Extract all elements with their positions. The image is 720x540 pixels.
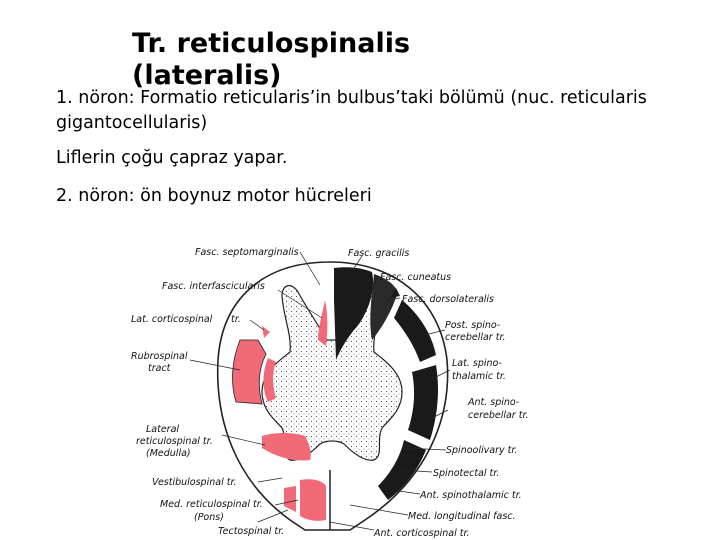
fasc-cuneatus-region (370, 274, 398, 340)
lat-spinothalamic-region (408, 365, 438, 440)
label-fasc-interfascicularis: Fasc. interfascicularis (162, 281, 265, 292)
label-ant-spinocerebellar-2: cerebellar tr. (468, 410, 529, 421)
label-ant-corticospinal: Ant. corticospinal tr. (373, 528, 470, 539)
paragraph-crossing: Liflerin çoğu çapraz yapar. (56, 148, 288, 168)
fasc-gracilis-cuneatus-region (334, 267, 374, 360)
paragraph-first-neuron: 1. nöron: Formatio reticularis’in bulbus… (56, 88, 647, 133)
label-lateral-reticulospinal-3: (Medulla) (146, 448, 191, 459)
label-med-reticulospinal-1: Med. reticulospinal tr. (160, 499, 263, 510)
label-lat-corticospinal-2: tr. (231, 314, 241, 325)
label-ant-spinocerebellar-1: Ant. spino- (467, 397, 520, 408)
label-fasc-gracilis: Fasc. gracilis (348, 248, 409, 259)
dorsal-root-entry (390, 288, 400, 298)
medial-reticulospinal-highlight (262, 433, 311, 461)
ant-funiculus-highlight (300, 479, 326, 521)
post-spinocerebellar-region (394, 300, 436, 362)
rubrospinal-tract-highlight (232, 339, 267, 405)
label-post-spinocerebellar-2: cerebellar tr. (445, 332, 506, 343)
label-spinoolivary: Spinoolivary tr. (446, 445, 517, 456)
label-ant-spinothalamic: Ant. spinothalamic tr. (419, 490, 522, 501)
slide-title: Tr. reticulospinalis (lateralis) (132, 28, 411, 91)
label-fasc-septomarginalis: Fasc. septomarginalis (195, 247, 299, 258)
label-lat-corticospinal-1: Lat. corticospinal (131, 314, 213, 325)
label-lateral-reticulospinal-1: Lateral (146, 424, 179, 435)
paragraph-second-neuron: 2. nöron: ön boynuz motor hücreleri (56, 186, 372, 206)
tectospinal-highlight (284, 486, 296, 512)
leader-lines (189, 251, 451, 531)
label-tectospinal: Tectospinal tr. (218, 526, 284, 537)
label-post-spinocerebellar-1: Post. spino- (445, 320, 501, 331)
fasc-interfascicularis-highlight (318, 300, 328, 346)
label-vestibulospinal: Vestibulospinal tr. (152, 477, 237, 488)
label-spinotectal: Spinotectal tr. (433, 468, 499, 479)
label-rubrospinal-1: Rubrospinal (131, 351, 188, 362)
label-med-longitudinal: Med. longitudinal fasc. (408, 511, 516, 522)
label-fasc-dorsolateralis: Fasc. dorsolateralis (402, 294, 494, 305)
label-fasc-cuneatus: Fasc. cuneatus (380, 272, 451, 283)
label-rubrospinal-2: tract (148, 363, 172, 374)
label-lat-spinothalamic-1: Lat. spino- (452, 358, 502, 369)
lat-corticospinal-highlight (262, 326, 270, 338)
label-lateral-reticulospinal-2: reticulospinal tr. (136, 436, 213, 447)
lateral-reticulospinal-highlight (263, 358, 276, 402)
label-med-reticulospinal-2: (Pons) (194, 512, 224, 523)
label-lat-spinothalamic-2: thalamic tr. (452, 371, 506, 382)
